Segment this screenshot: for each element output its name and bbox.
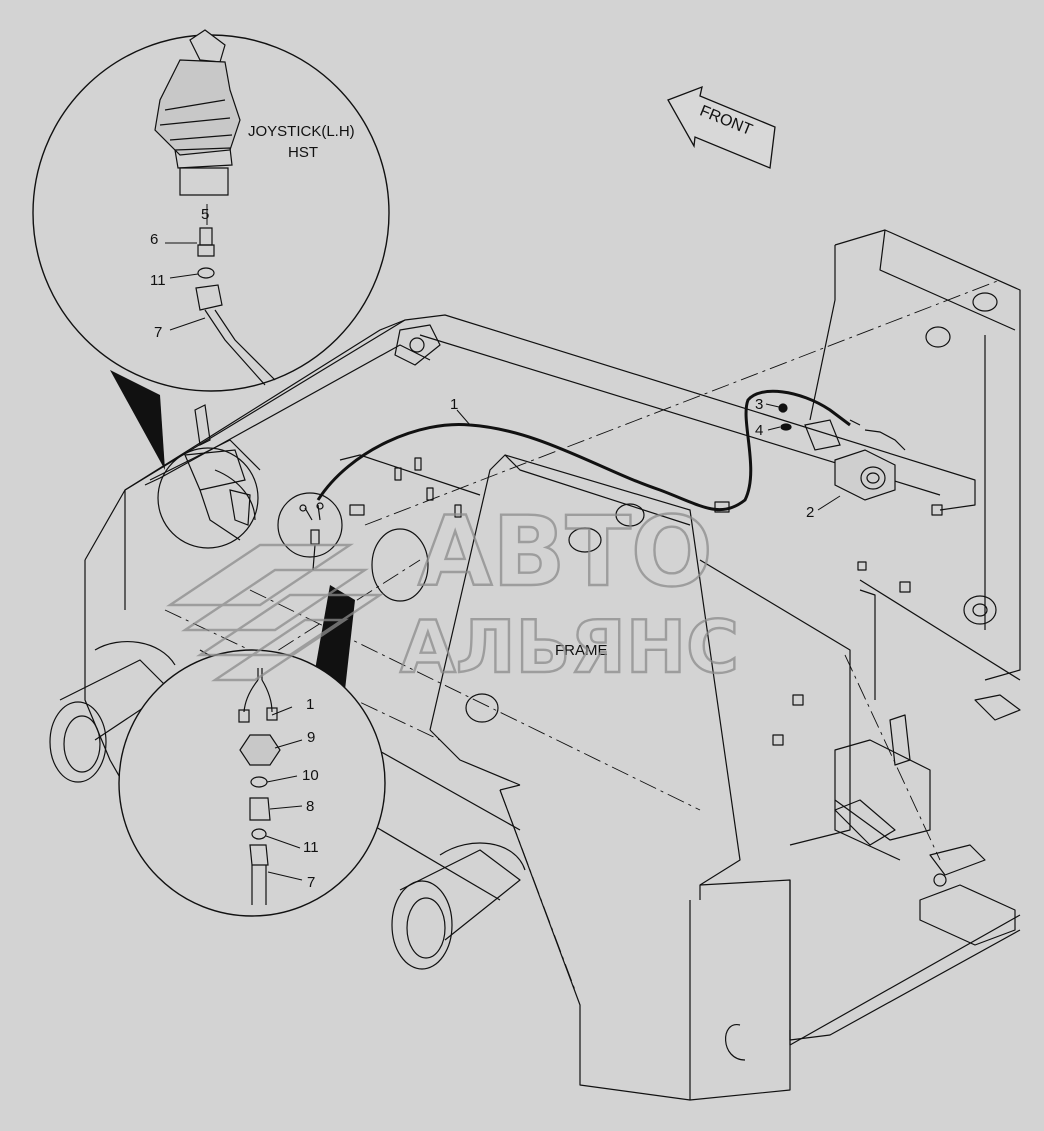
callout-3: 3 bbox=[755, 396, 763, 413]
joystick-label-line1: JOYSTICK(L.H) bbox=[248, 123, 355, 140]
callout-bot-8: 8 bbox=[306, 798, 314, 815]
pressure-switch-on-machine bbox=[277, 492, 343, 571]
frame-label: FRAME bbox=[555, 642, 608, 659]
callout-2: 2 bbox=[806, 504, 814, 521]
pressure-switch-detail-callout: 1 9 10 8 11 7 bbox=[118, 585, 386, 917]
joystick-on-machine bbox=[184, 404, 256, 541]
joystick-label-line2: HST bbox=[288, 144, 318, 161]
watermark-line1: АВТО bbox=[418, 496, 713, 608]
callout-top-5: 5 bbox=[201, 206, 209, 223]
callout-bot-9: 9 bbox=[307, 729, 315, 746]
callout-bot-11: 11 bbox=[303, 839, 319, 856]
front-direction-arrow: FRONT bbox=[667, 85, 776, 169]
callout-top-6: 6 bbox=[150, 231, 158, 248]
watermark-logo-icon bbox=[166, 543, 384, 682]
callout-bot-10: 10 bbox=[302, 767, 319, 784]
callout-top-7: 7 bbox=[154, 324, 162, 341]
watermark: АВТО АЛЬЯНС bbox=[166, 495, 740, 690]
callout-top-11: 11 bbox=[150, 272, 166, 289]
switch-housing bbox=[778, 403, 906, 501]
joystick-detail-callout: JOYSTICK(L.H) HST 5 6 11 7 bbox=[32, 29, 390, 549]
watermark-line2: АЛЬЯНС bbox=[400, 605, 739, 689]
hose-assembly-main bbox=[316, 389, 851, 511]
callout-1-main: 1 bbox=[450, 396, 458, 413]
callout-4: 4 bbox=[755, 422, 763, 439]
callout-bot-1: 1 bbox=[306, 696, 314, 713]
callout-bot-7: 7 bbox=[307, 874, 315, 891]
main-callouts: 1 3 4 2 FRAME bbox=[450, 396, 841, 659]
